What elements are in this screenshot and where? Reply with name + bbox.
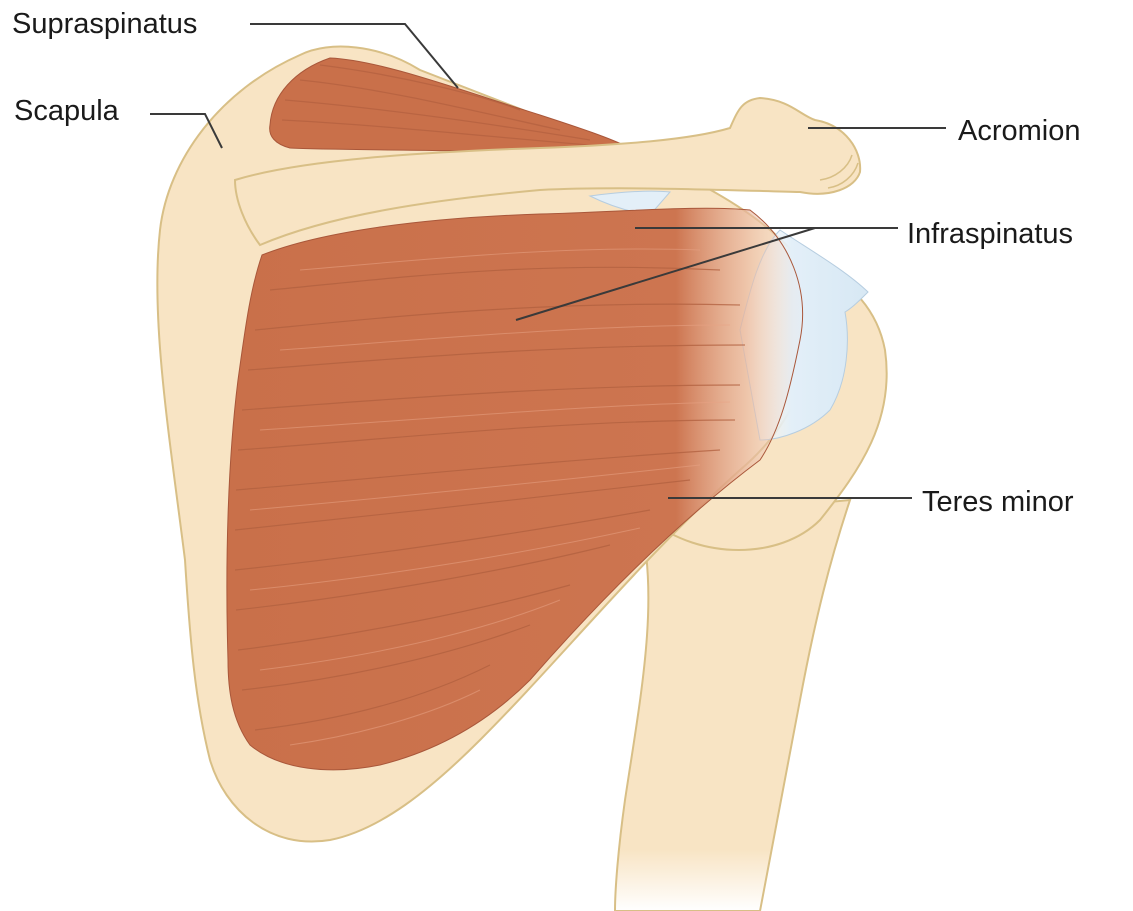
- humerus-shaft: [615, 500, 850, 911]
- label-teres-minor: Teres minor: [922, 488, 1074, 517]
- label-scapula: Scapula: [14, 97, 119, 126]
- label-infraspinatus: Infraspinatus: [907, 220, 1073, 249]
- label-acromion: Acromion: [958, 117, 1081, 146]
- label-supraspinatus: Supraspinatus: [12, 10, 197, 39]
